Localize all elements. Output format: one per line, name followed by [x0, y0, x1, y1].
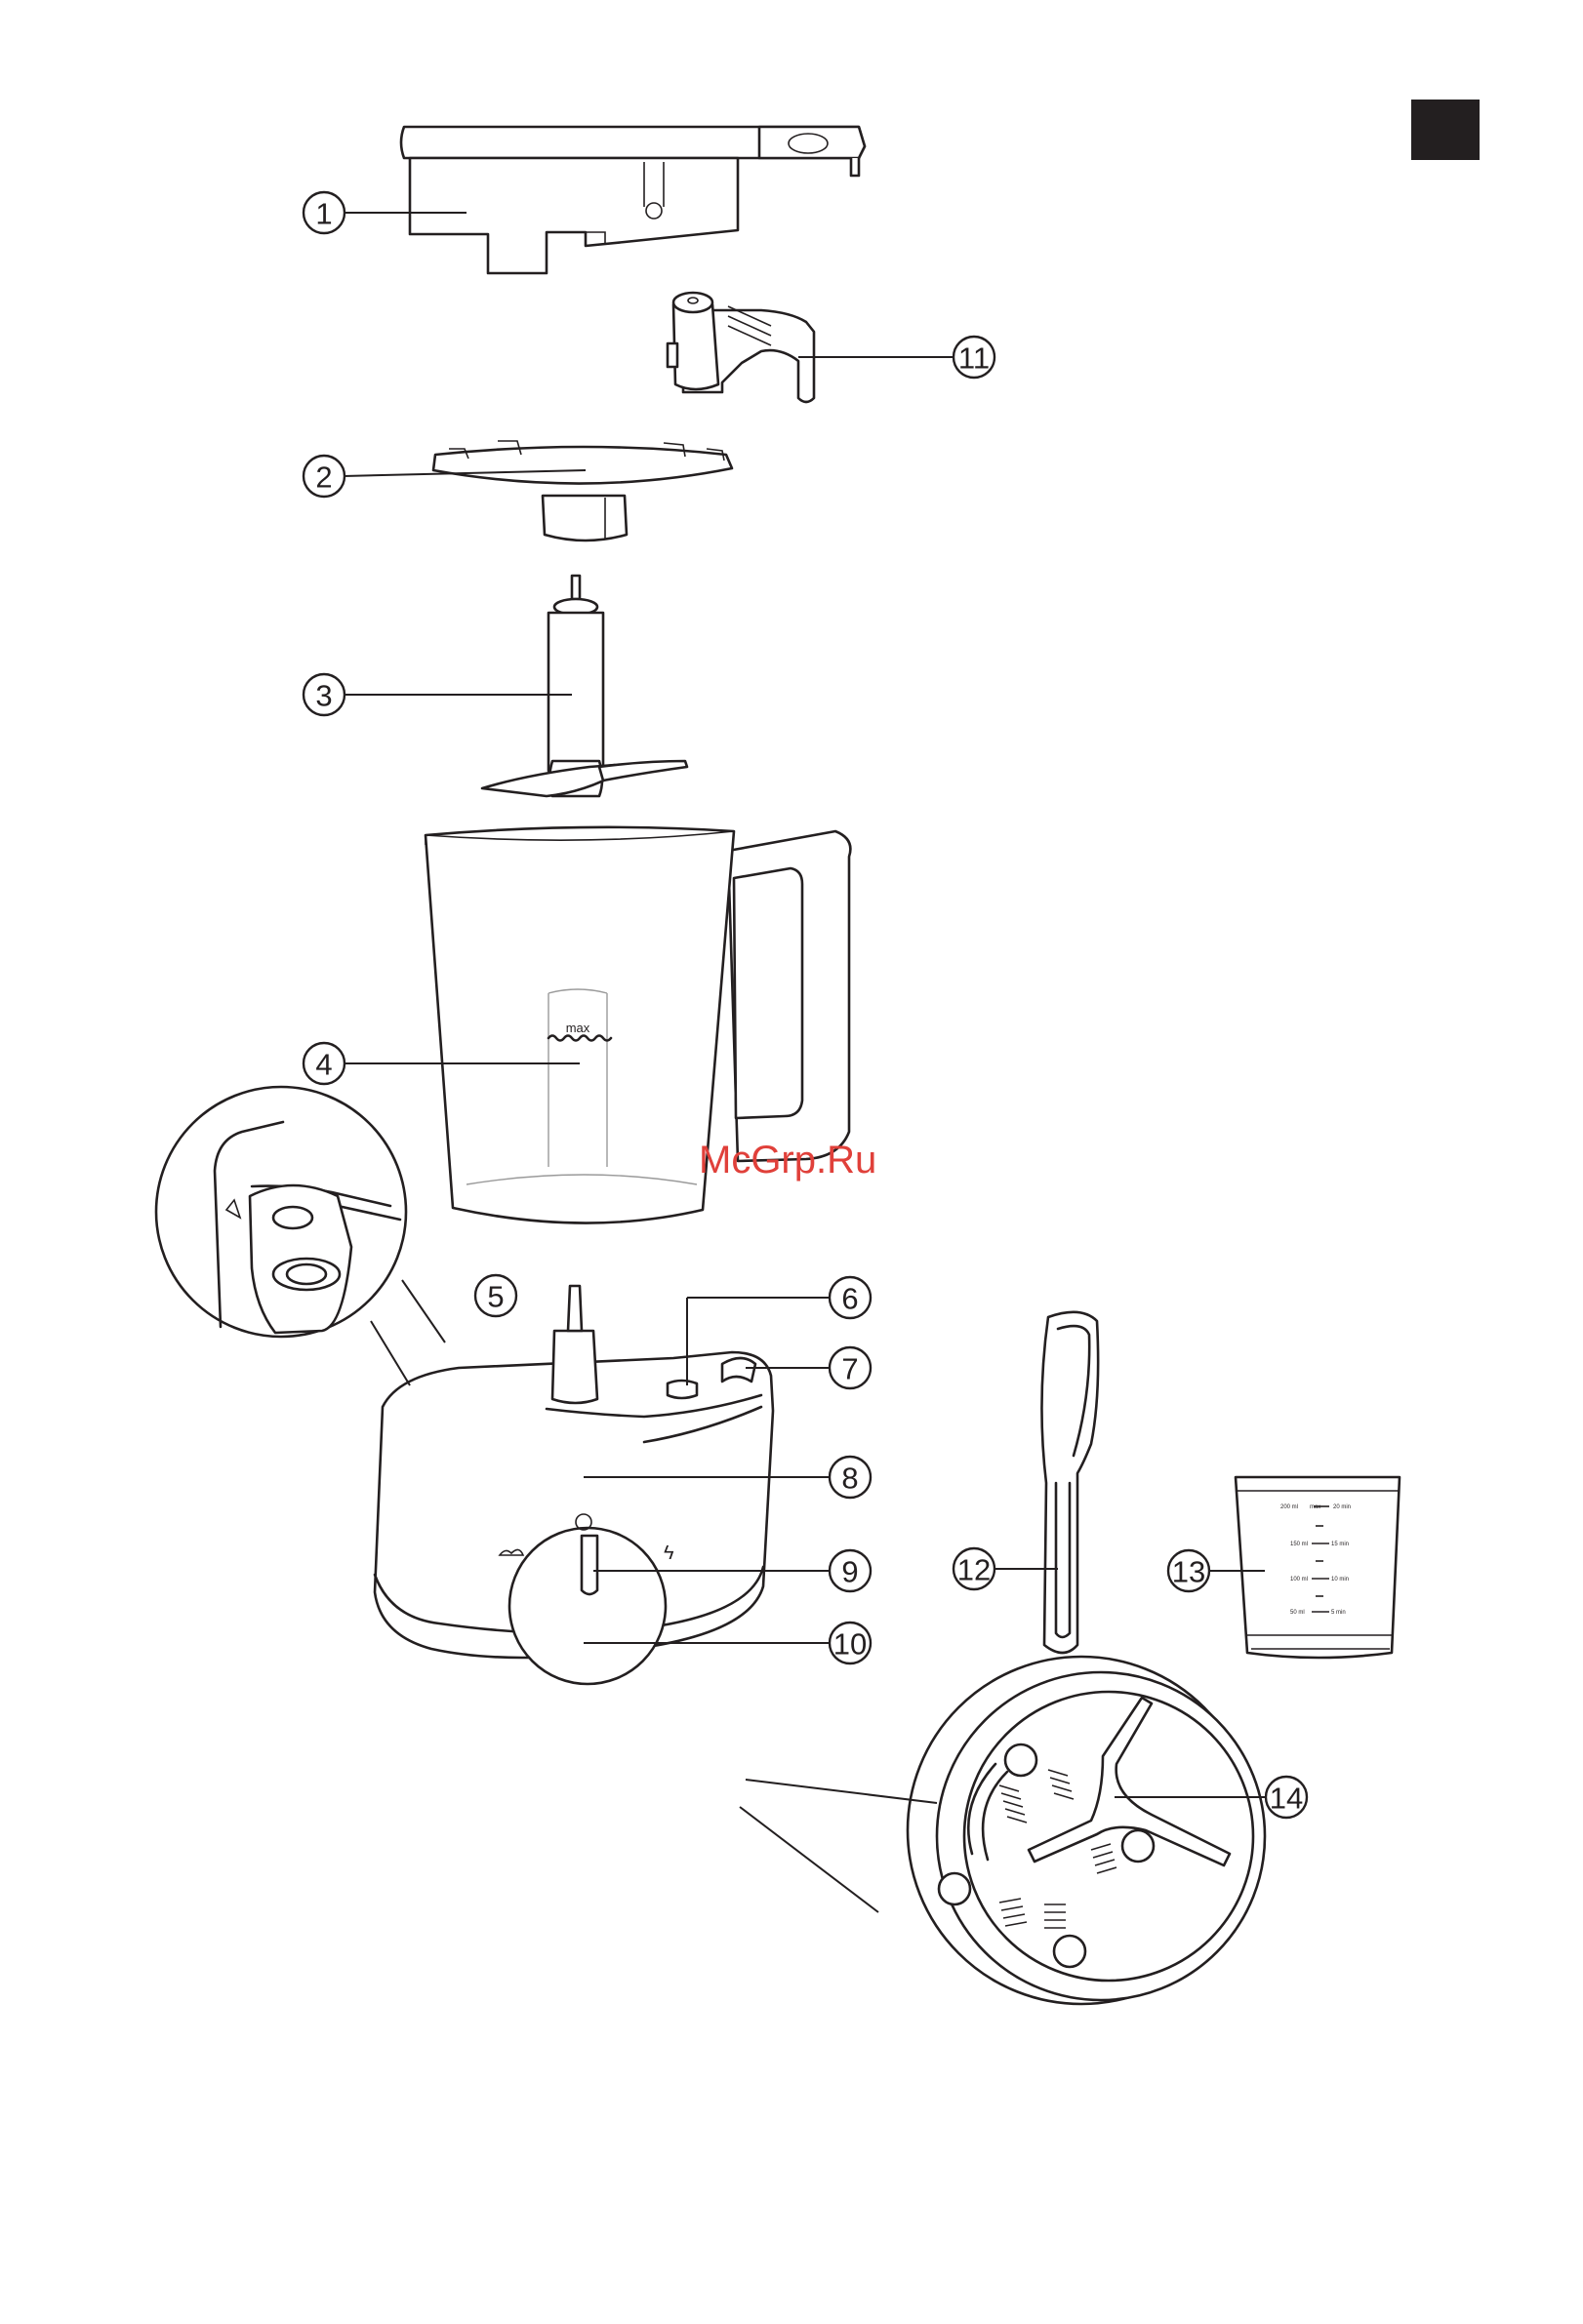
- base-underside-zoom: [908, 1657, 1265, 2004]
- callout-2: 2: [304, 456, 345, 497]
- cup-mark-200: 200 ml: [1280, 1504, 1298, 1510]
- svg-text:13: 13: [1172, 1555, 1205, 1589]
- svg-text:7: 7: [841, 1352, 858, 1386]
- spatula-part: [1041, 1312, 1098, 1653]
- svg-text:9: 9: [841, 1555, 858, 1589]
- callout-10: 10: [830, 1623, 871, 1663]
- svg-text:ϟ: ϟ: [664, 1543, 674, 1564]
- callout-1: 1: [304, 192, 345, 233]
- cup-mark-100: 100 ml: [1290, 1577, 1308, 1583]
- callout-8: 8: [830, 1457, 871, 1498]
- hinge-detail-zoom: [156, 1087, 406, 1337]
- svg-text:4: 4: [315, 1048, 332, 1082]
- hinge-zoom-connector: [371, 1280, 445, 1385]
- callout-9: 9: [830, 1550, 871, 1591]
- cup-mark-150: 150 ml: [1290, 1542, 1308, 1547]
- svg-text:5: 5: [487, 1280, 504, 1314]
- svg-text:1: 1: [315, 197, 332, 231]
- callout-11: 11: [954, 337, 994, 378]
- cup-mark-50: 50 ml: [1290, 1610, 1305, 1616]
- callout-6: 6: [830, 1277, 871, 1318]
- callout-3: 3: [304, 674, 345, 715]
- callout-5: 5: [475, 1275, 516, 1316]
- measuring-cup-part: 200 ml max 20 min 150 ml 15 min 100 ml 1…: [1236, 1477, 1400, 1658]
- watermark-text: McGrp.Ru: [699, 1139, 876, 1182]
- lid-part: [401, 127, 865, 273]
- cup-mark-15min: 15 min: [1331, 1542, 1349, 1547]
- svg-text:2: 2: [315, 461, 332, 495]
- callout-4: 4: [304, 1043, 345, 1084]
- svg-text:12: 12: [957, 1553, 991, 1587]
- callout-13: 13: [1168, 1550, 1209, 1591]
- cup-mark-10min: 10 min: [1331, 1577, 1349, 1583]
- callout-14: 14: [1266, 1777, 1307, 1818]
- blade-unit-part: [482, 576, 687, 796]
- cup-mark-20min: 20 min: [1333, 1504, 1351, 1510]
- svg-text:11: 11: [958, 341, 990, 376]
- pusher-clip-part: [668, 293, 814, 402]
- svg-text:14: 14: [1270, 1782, 1303, 1816]
- callout-12: 12: [954, 1548, 994, 1589]
- splash-guard-part: [433, 441, 732, 541]
- svg-text:10: 10: [833, 1627, 867, 1662]
- callout-7: 7: [830, 1347, 871, 1388]
- svg-text:3: 3: [315, 679, 332, 713]
- motor-base-part: ϟ: [375, 1286, 773, 1684]
- cup-mark-max: max: [1310, 1504, 1320, 1510]
- cup-mark-5min: 5 min: [1331, 1610, 1346, 1616]
- corner-tab: [1411, 100, 1480, 160]
- jar-max-marking: max: [566, 1021, 590, 1035]
- svg-text:6: 6: [841, 1282, 858, 1316]
- svg-text:8: 8: [841, 1462, 858, 1496]
